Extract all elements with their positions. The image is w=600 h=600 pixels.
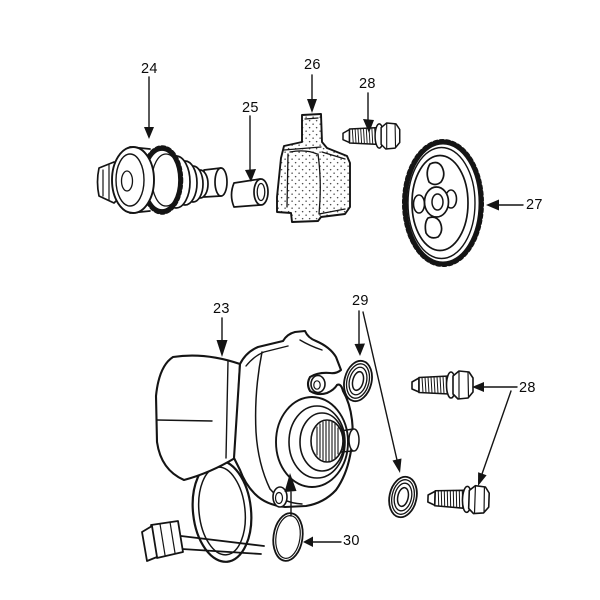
part-26-bracket-drawing [276,113,351,223]
callout-label-29: 29 [352,293,369,309]
motor-can [154,354,242,482]
callout-arrow-29-b [362,311,398,461]
part-27-sprocket-drawing [402,139,484,267]
part-30-oring-drawing [272,512,304,562]
callout-label-25: 25 [242,100,259,116]
callout-label-30: 30 [343,533,360,549]
callout-label-28-bottom: 28 [519,380,536,396]
sprocket-cutout-bottom [424,216,443,239]
callout-label-28-top: 28 [359,76,376,92]
callout-arrows [144,74,524,547]
part-29-washer-lower-drawing [384,473,422,521]
callout-arrow-28-bottom-b [481,390,512,475]
sprocket-teeth [402,139,484,267]
callout-label-24: 24 [141,61,158,77]
part-23-motor-assembly-drawing [141,329,360,563]
part-28-bolt-middle-drawing [411,370,474,400]
sprocket-cutout-top [426,161,445,186]
part-25-bushing-drawing [230,178,269,208]
wire-lead [180,535,265,555]
callout-label-26: 26 [304,57,321,73]
callout-label-27: 27 [526,197,543,213]
part-24-coupler-assembly-drawing [96,145,228,215]
part-28-bolt-top-drawing [342,122,401,150]
part-28-bolt-lower-drawing [426,483,491,515]
callout-label-23: 23 [213,301,230,317]
